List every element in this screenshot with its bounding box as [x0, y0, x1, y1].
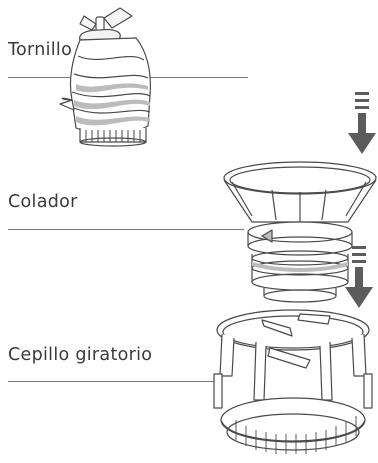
brush-illustration: [213, 309, 373, 454]
assembly-arrow-icon: [348, 92, 376, 154]
brush-label: Cepillo giratorio: [8, 345, 153, 365]
strainer-leader-line: [8, 229, 244, 230]
brush-leader-line: [8, 381, 220, 382]
auger-illustration: [59, 7, 151, 147]
strainer-label: Colador: [8, 192, 78, 212]
strainer-illustration: [223, 161, 377, 303]
assembly-arrow-icon: [345, 246, 373, 308]
